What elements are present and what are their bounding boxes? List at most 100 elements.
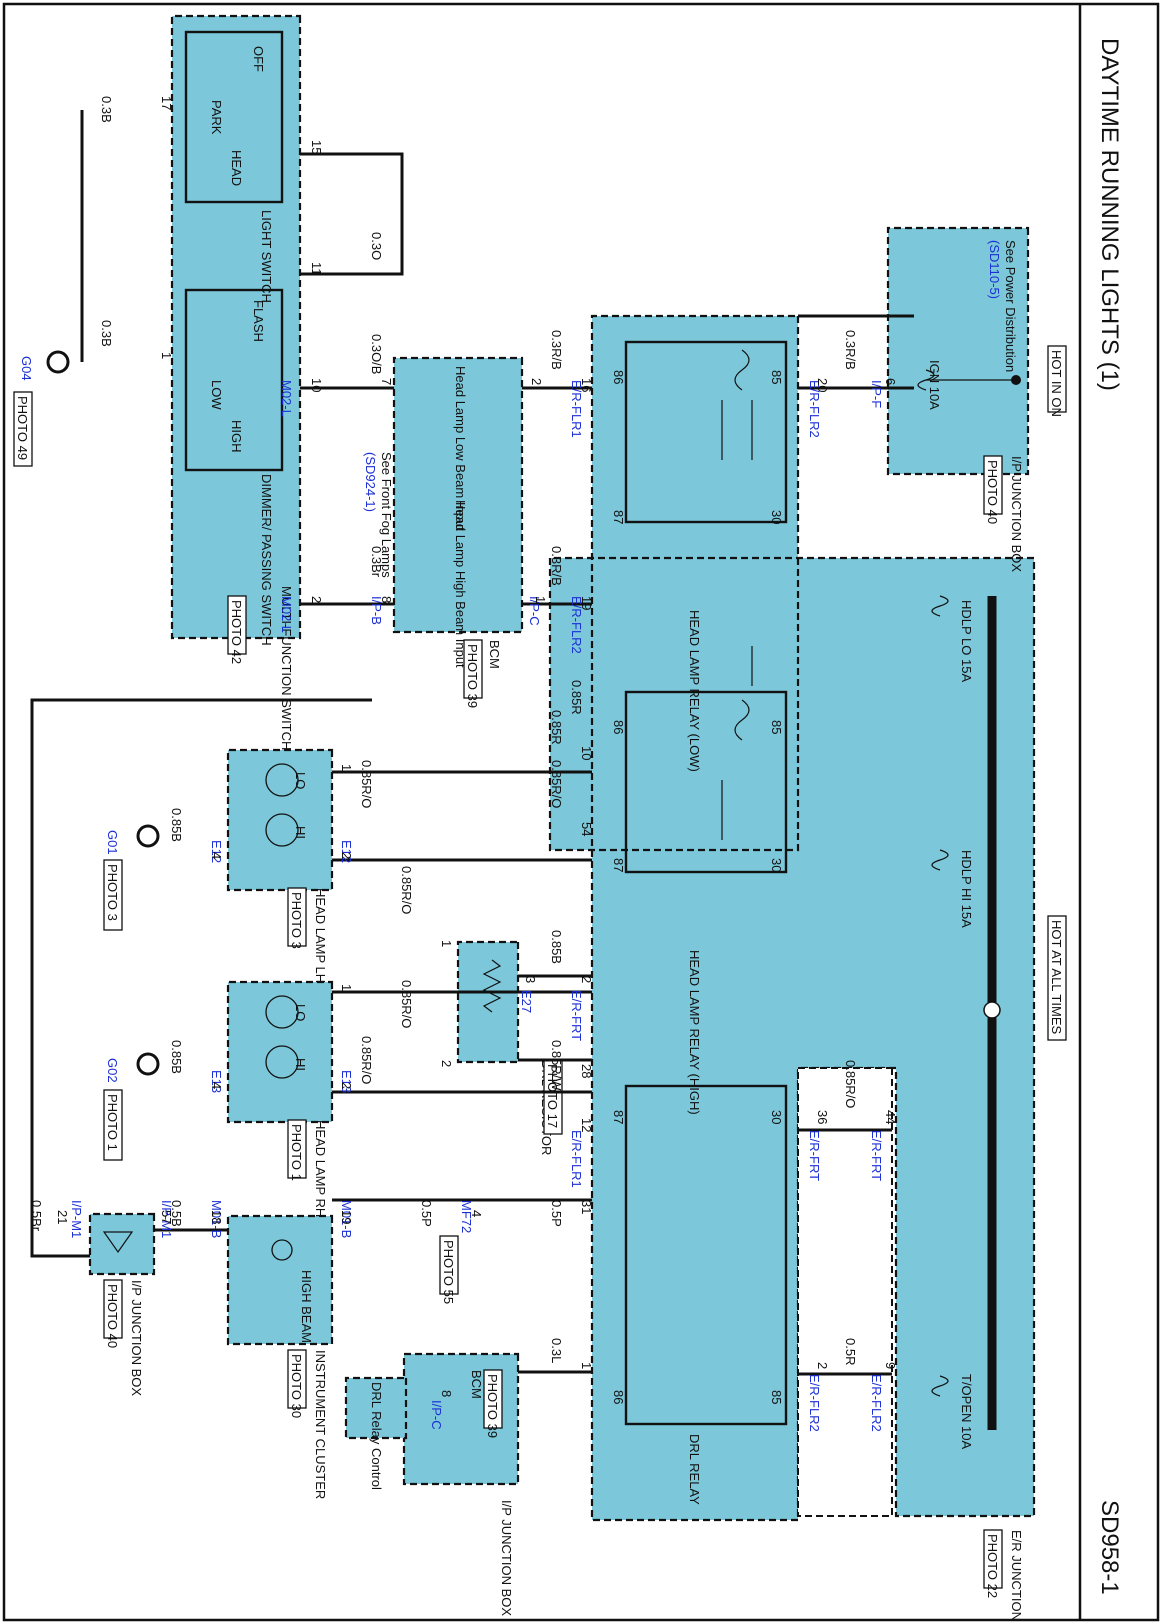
pin-1: 1	[159, 352, 174, 359]
pin-1b: 1	[533, 596, 548, 603]
w-085r-a: 0.85R	[569, 680, 584, 715]
pin-28: 28	[579, 1064, 594, 1078]
mf-pin-4: 4	[469, 1210, 484, 1217]
conn-erflr2-c: E/R-FLR2	[807, 1374, 822, 1432]
fog-ref-code: (SD924-1)	[363, 452, 378, 512]
pin-2c: 2	[579, 976, 594, 983]
ground-g01-id: G01	[105, 830, 120, 855]
pin-16: 16	[579, 378, 594, 392]
ip-jb-bottom-photo: PHOTO 40	[105, 1284, 120, 1348]
lh-hi-bulb	[265, 813, 299, 847]
relay-high-86: 86	[611, 720, 626, 734]
lh-photo-box	[287, 887, 307, 947]
ground-g02-photo-box	[103, 1089, 123, 1161]
drl-resistor-zone	[456, 940, 520, 1064]
rh-pin-1: 1	[339, 984, 354, 991]
conn-ipf: I/P-F	[869, 380, 884, 408]
ground-g04-symbol	[46, 350, 70, 374]
ip-jb-top-photo: PHOTO 40	[985, 460, 1000, 524]
pos-head: HEAD	[229, 150, 244, 186]
w-085ro-e: 0.85R/O	[359, 1036, 374, 1084]
er-fuse-notch	[797, 1067, 893, 1517]
w-03o: 0.3O	[369, 232, 384, 260]
dimmer-switch	[184, 288, 284, 472]
w-03b-a: 0.3B	[99, 96, 114, 123]
hot-in-on-box	[1047, 345, 1067, 413]
ign-fuse-label: IGN 10A	[927, 360, 942, 410]
conn-mf72: MF72	[459, 1200, 474, 1233]
relay-coils	[721, 400, 753, 840]
w-03rb-c: 0.3R/B	[843, 330, 858, 370]
wire-lh-feeds	[332, 770, 592, 862]
ground-g04-id: G04	[19, 356, 34, 381]
conn-erflr1: E/R-FLR1	[569, 380, 584, 438]
ground-g02-photo: PHOTO 1	[105, 1094, 120, 1151]
drl-relay-30: 30	[769, 1110, 784, 1124]
relay-high-30: 30	[769, 858, 784, 872]
pin-8: 8	[379, 596, 394, 603]
conn-erfrt-c: E/R-FRT	[869, 1130, 884, 1181]
drl-relay-86: 86	[611, 1390, 626, 1404]
ip-jb-bcm-conn: I/P-C	[429, 1400, 444, 1430]
rh-lo-label: LO	[293, 1004, 308, 1021]
wire-rh-feeds	[332, 990, 592, 1094]
conn-ipc: I/P-C	[527, 596, 542, 626]
conn-m02l: M02-L	[279, 380, 294, 417]
ip-jb-bcm-photo-box	[483, 1369, 503, 1429]
hot-at-all-times-box	[1047, 915, 1067, 1041]
w-085ro-a: 0.85R/O	[549, 760, 564, 808]
conn-erfrt-b: E/R-FRT	[807, 1130, 822, 1181]
pin-6: 6	[883, 378, 898, 385]
wire-resistor-feeds	[518, 974, 592, 1062]
mfs-photo-box	[227, 595, 247, 655]
ic-pin-19: 19	[339, 1210, 354, 1224]
pin-15: 15	[309, 140, 324, 154]
wire-er-fuse-links	[798, 1128, 892, 1376]
ground-g02-symbol	[136, 1052, 160, 1076]
pin-31: 31	[579, 1200, 594, 1214]
conn-ipb: I/P-B	[369, 596, 384, 625]
bcm-high-input: Head Lamp High Beam Input	[453, 500, 468, 668]
resistor-symbol	[482, 959, 502, 1013]
res-pin-1: 1	[439, 940, 454, 947]
w-05p-a: 0.5P	[419, 1200, 434, 1227]
t-open-fuse: T/OPEN 10A	[959, 1374, 974, 1449]
mf72-photo: PHOTO 55	[441, 1240, 456, 1304]
relay-high-87: 87	[611, 858, 626, 872]
w-085ro-c: 0.85R/O	[399, 866, 414, 914]
pin-12: 12	[579, 1118, 594, 1132]
w-085r-b: 0.85R	[549, 710, 564, 745]
head-lamp-lh-zone	[226, 748, 334, 892]
mfs-photo: PHOTO 42	[229, 600, 244, 664]
conn-erflr1-b: E/R-FLR1	[569, 1130, 584, 1188]
pin-17: 17	[159, 96, 174, 110]
pin-1c: 1	[579, 1362, 594, 1369]
ip-jb-bcm-bcm: BCM	[469, 1370, 484, 1399]
w-085ro-b: 0.85R/O	[359, 760, 374, 808]
rh-lo-bulb	[265, 995, 299, 1029]
conn-erflr2-d: E/R-FLR2	[869, 1374, 884, 1432]
drl-relay-control: DRL Relay Control	[369, 1382, 384, 1490]
er-fuse-icons	[931, 595, 949, 1397]
jb-diode	[102, 1231, 134, 1254]
relay-low-85: 85	[769, 370, 784, 384]
bcm-photo: PHOTO 39	[465, 644, 480, 708]
light-switch-label: LIGHT SWITCH	[259, 210, 274, 303]
lh-label: HEAD LAMP LH	[313, 888, 328, 983]
ground-g01-photo-box	[103, 859, 123, 931]
pin-54: 54	[579, 822, 594, 836]
drl-relay-label: DRL RELAY	[687, 1434, 702, 1505]
w-05p-b: 0.5P	[549, 1200, 564, 1227]
mf72-photo-box	[439, 1235, 459, 1295]
bcm-low-input: Head Lamp Low Beam Input	[453, 366, 468, 531]
relay-coil-icons	[734, 349, 750, 741]
light-switch	[184, 30, 284, 204]
lh-photo: PHOTO 3	[289, 892, 304, 949]
rh-photo: PHOTO 1	[289, 1124, 304, 1181]
wire-cluster-feeds	[332, 1198, 592, 1374]
conn-ipm1-b: I/P-M1	[69, 1200, 84, 1238]
bcm-pin-8: 8	[439, 1390, 454, 1397]
pin-44: 44	[883, 1110, 898, 1124]
pos-park: PARK	[209, 100, 224, 135]
